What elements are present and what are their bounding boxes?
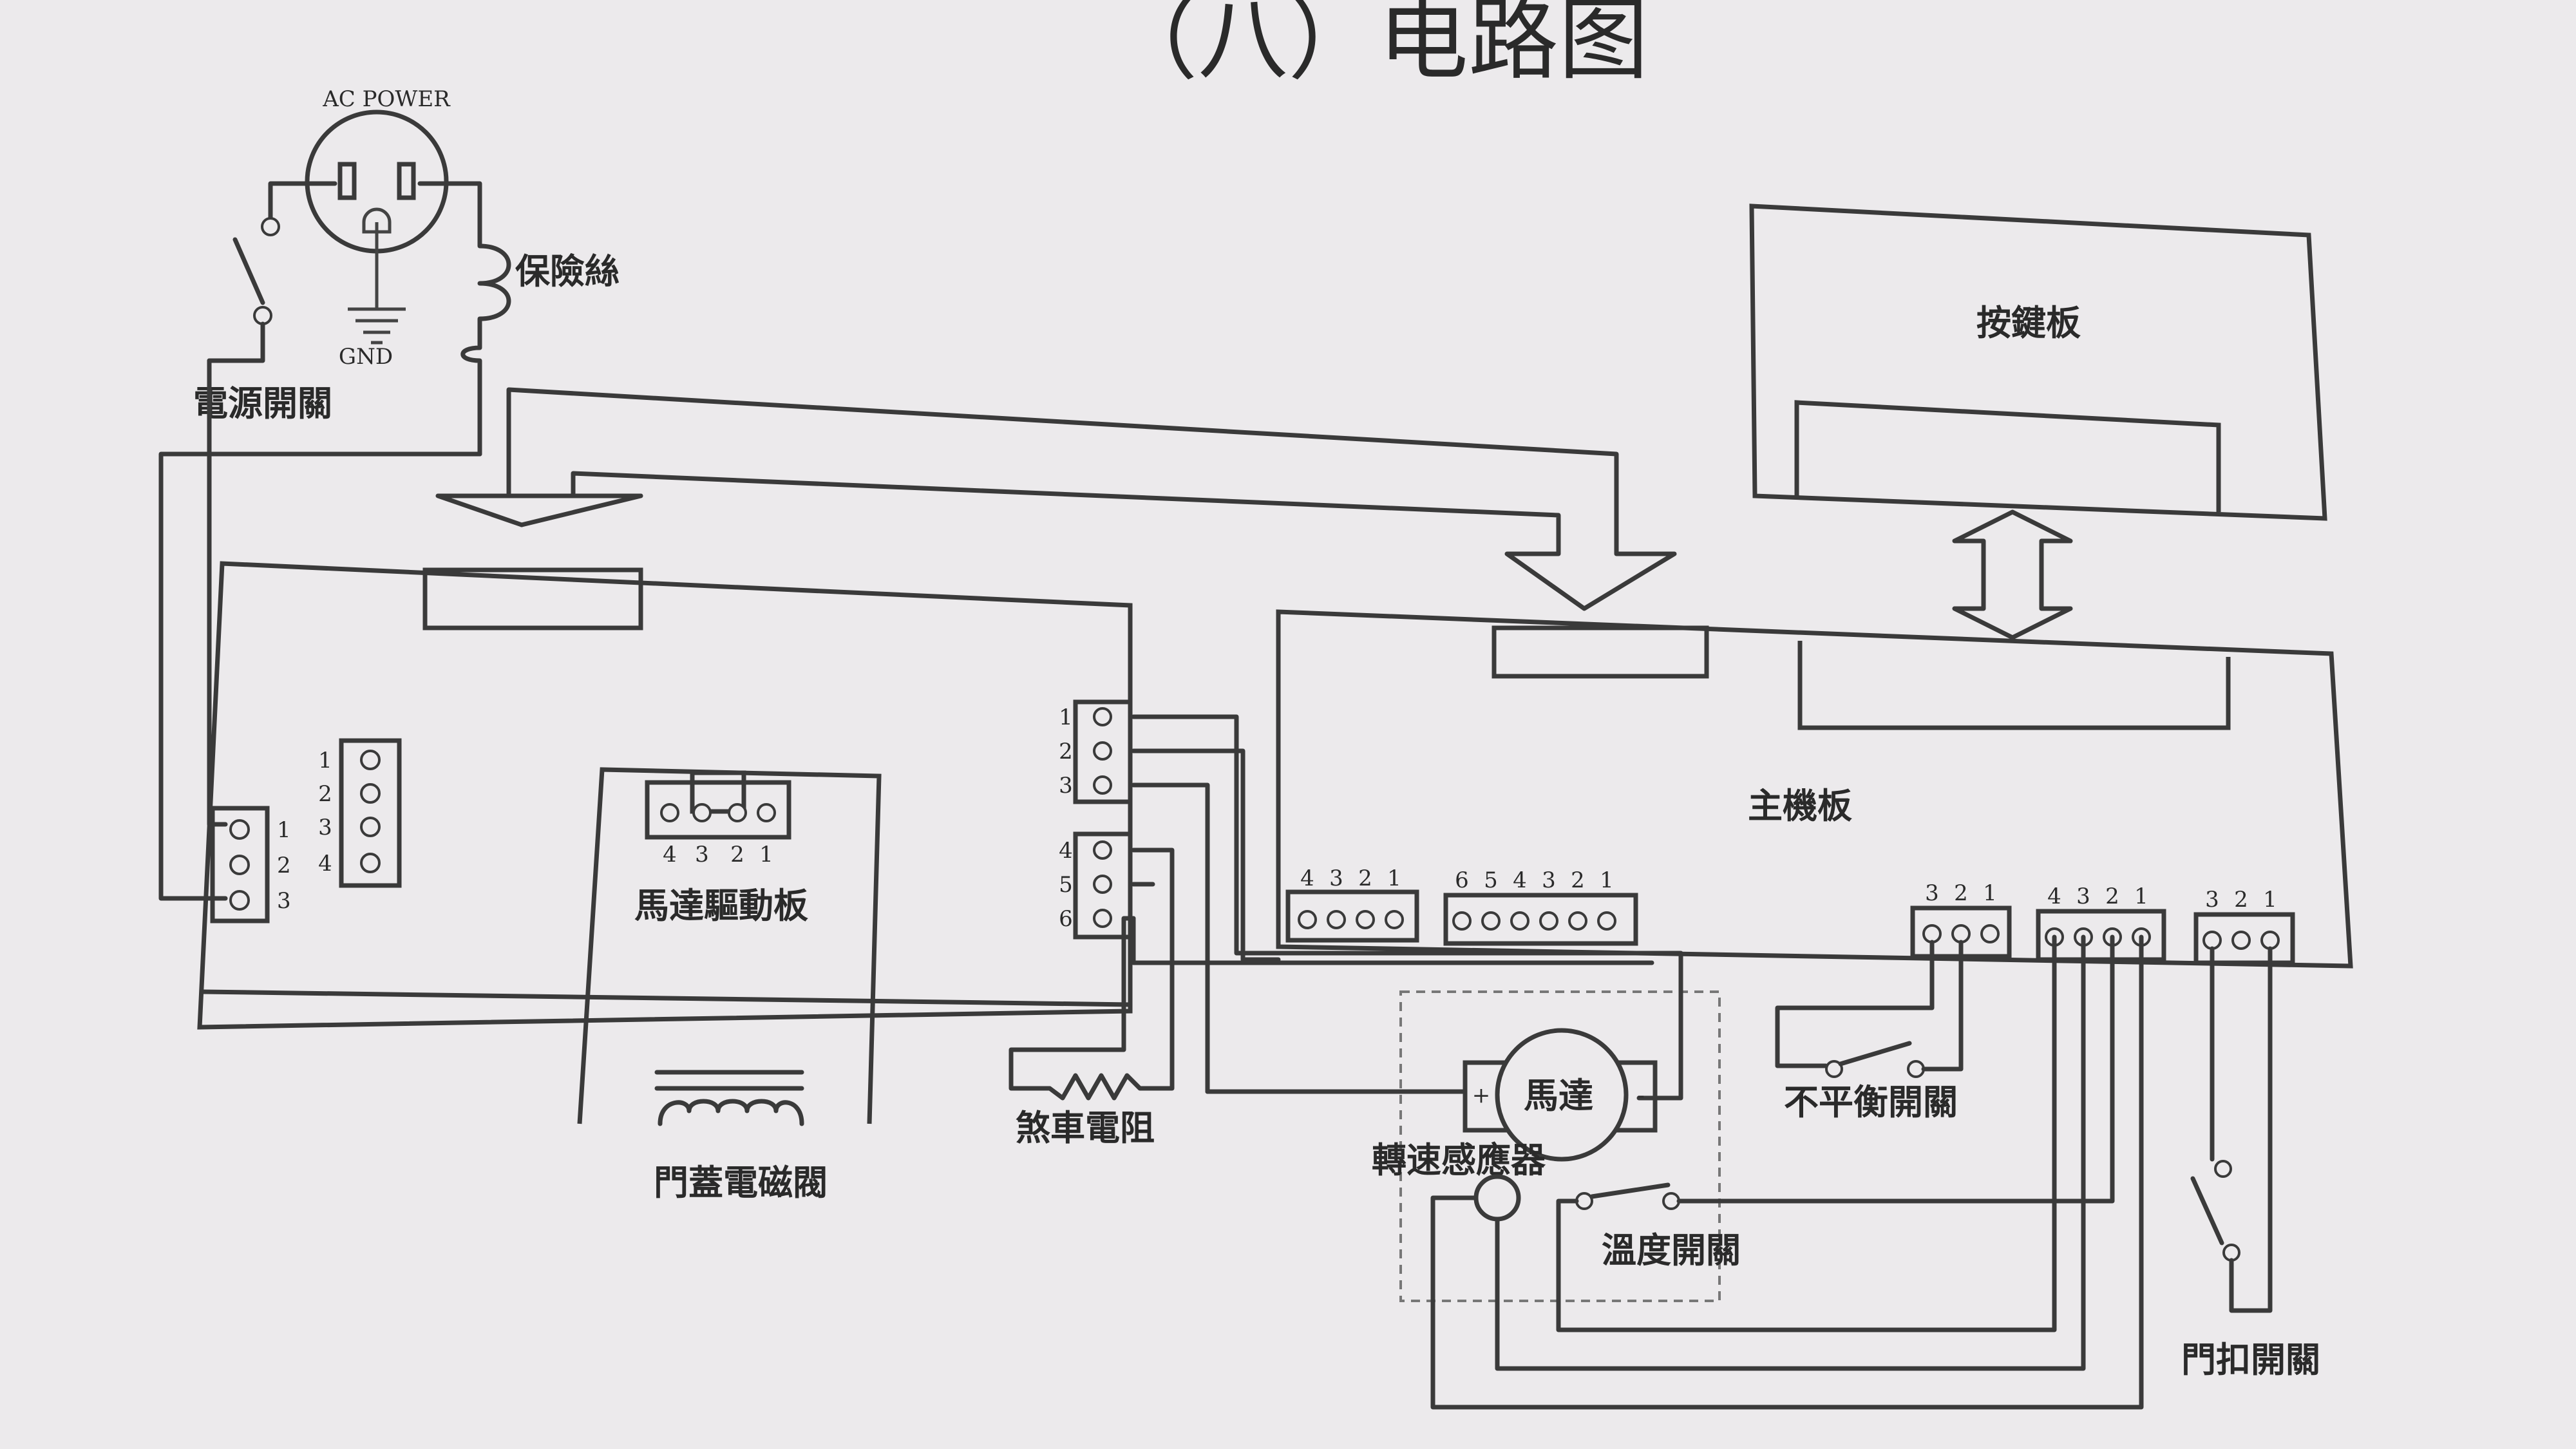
svg-text:1: 1 — [1983, 880, 1997, 906]
imbalance-switch-symbol — [1775, 940, 1964, 1078]
svg-text:+: + — [1472, 1083, 1491, 1108]
svg-text:1: 1 — [2263, 887, 2277, 913]
svg-text:4: 4 — [1059, 838, 1073, 864]
svg-text:3: 3 — [2076, 884, 2090, 909]
fuse-symbol — [417, 181, 511, 457]
svg-text:2: 2 — [1954, 880, 1968, 906]
ac-power-label: AC POWER — [322, 86, 451, 112]
temperature-switch-label: 溫度開關 — [1602, 1229, 1741, 1271]
brake-resistor-label: 煞車電阻 — [1016, 1107, 1155, 1148]
svg-text:5: 5 — [1484, 867, 1498, 893]
svg-text:3: 3 — [1925, 880, 1939, 906]
svg-text:1: 1 — [759, 842, 773, 867]
brake-resistor-symbol — [1009, 714, 1683, 1101]
svg-text:1: 1 — [1600, 867, 1614, 893]
speed-sensor-symbol — [1430, 934, 2144, 1410]
power-switch-symbol — [207, 181, 337, 363]
imbalance-switch-label: 不平衡開關 — [1784, 1081, 1958, 1122]
keypad-mainboard-link — [1952, 509, 2073, 640]
svg-text:1: 1 — [318, 748, 332, 773]
power-inlet-connector: 1 2 3 — [210, 806, 291, 923]
svg-text:2: 2 — [1358, 866, 1372, 891]
door-lid-solenoid-label: 門蓋電磁閥 — [654, 1162, 828, 1203]
fuse-label: 保險絲 — [515, 251, 620, 292]
svg-text:2: 2 — [318, 781, 332, 807]
svg-text:3: 3 — [1329, 866, 1343, 891]
motor-assembly-area — [1399, 990, 1721, 1302]
svg-text:4: 4 — [318, 851, 332, 876]
svg-text:5: 5 — [1059, 872, 1073, 898]
svg-text:4: 4 — [1513, 867, 1527, 893]
main-board — [1276, 609, 2353, 969]
keypad-board-label: 按鍵板 — [1976, 302, 2081, 343]
door-lock-switch-symbol — [2190, 946, 2273, 1313]
svg-text:4: 4 — [663, 842, 677, 867]
main-connector-door: 3 2 1 — [2193, 887, 2295, 965]
svg-text:1: 1 — [2134, 884, 2148, 909]
svg-text:2: 2 — [730, 842, 744, 867]
svg-text:6: 6 — [1059, 906, 1073, 932]
driver-connector-a: 1 2 3 — [1059, 699, 1133, 804]
door-lock-switch-label: 門扣開關 — [2181, 1339, 2320, 1380]
svg-text:2: 2 — [2234, 887, 2248, 913]
motor-symbol: + - — [1205, 1028, 1658, 1162]
svg-text:3: 3 — [277, 888, 291, 914]
aux-4pin-connector: 1 2 3 4 — [318, 738, 402, 888]
svg-text:3: 3 — [2205, 887, 2219, 913]
main-board-label: 主機板 — [1748, 785, 1852, 826]
svg-text:1: 1 — [1059, 705, 1073, 730]
svg-text:1: 1 — [1387, 866, 1401, 891]
main-connector-6pin: 6 5 4 3 2 1 — [1443, 867, 1638, 946]
temperature-switch-symbol — [1556, 934, 2115, 1332]
svg-text:3: 3 — [695, 842, 709, 867]
door-lid-solenoid-coil — [654, 1070, 804, 1126]
svg-text:2: 2 — [1571, 867, 1585, 893]
main-connector-sensor: 4 3 2 1 — [2036, 884, 2166, 962]
power-board — [197, 561, 1133, 1030]
gnd-label: GND — [339, 344, 393, 370]
speed-sensor-label: 轉速感應器 — [1372, 1139, 1546, 1180]
ribbon-cable-arrows — [435, 387, 1677, 611]
svg-text:6: 6 — [1455, 867, 1469, 893]
motor-label: 馬達 — [1524, 1075, 1593, 1116]
keypad-board — [1749, 204, 2327, 521]
page-title: （八）电路图 — [1108, 0, 1649, 93]
svg-text:3: 3 — [1542, 867, 1556, 893]
svg-text:3: 3 — [318, 815, 332, 840]
driver-connector-b: 4 5 6 — [1059, 831, 1133, 940]
svg-text:4: 4 — [1300, 866, 1314, 891]
svg-text:2: 2 — [277, 853, 291, 878]
svg-text:1: 1 — [277, 817, 291, 843]
svg-text:3: 3 — [1059, 773, 1073, 799]
svg-text:4: 4 — [2047, 884, 2061, 909]
svg-text:-: - — [1637, 1083, 1645, 1108]
motor-driver-board: 4 3 2 1 — [577, 767, 882, 1124]
ac-power-socket — [305, 109, 449, 345]
power-switch-label: 電源開關 — [193, 383, 332, 424]
svg-text:2: 2 — [2105, 884, 2119, 909]
svg-text:2: 2 — [1059, 739, 1073, 764]
motor-driver-board-label: 馬達驅動板 — [634, 885, 808, 926]
main-connector-4pin: 4 3 2 1 — [1285, 866, 1419, 943]
